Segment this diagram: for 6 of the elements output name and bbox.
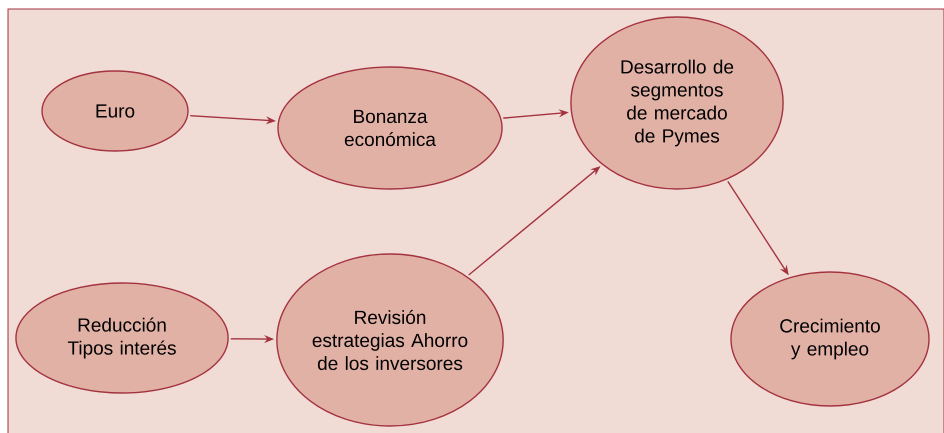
ellipse-node: Euro: [41, 70, 189, 152]
ellipse-node: Crecimiento y empleo: [730, 271, 930, 407]
ellipse-node: Reducción Tipos interés: [15, 282, 229, 394]
ellipse-node: Desarrollo de segmentos de mercado de Pymes: [570, 16, 784, 190]
ellipse-node: Bonanza económica: [277, 66, 503, 190]
ellipse-node: Revisión estrategias Ahorro de los inversores: [276, 253, 504, 427]
